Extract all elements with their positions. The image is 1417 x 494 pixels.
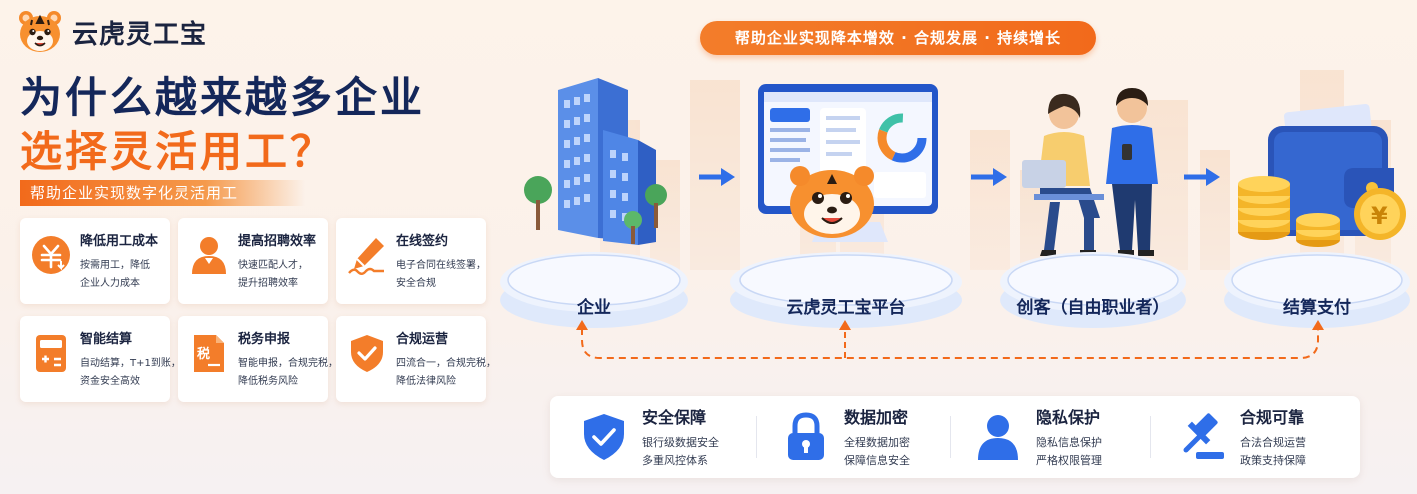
calculator-icon [36, 335, 66, 372]
flow-stage-enterprise: 企业 [498, 70, 690, 330]
feature-desc: 提升招聘效率 [238, 278, 298, 289]
brand: 云虎灵工宝 [16, 8, 207, 56]
stage-platform [730, 252, 962, 328]
trust-item-security: 安全保障 银行级数据安全 多重风控体系 [580, 396, 719, 478]
divider [1150, 416, 1151, 458]
trust-item-encryption: 数据加密 全程数据加密 保障信息安全 [782, 396, 910, 478]
svg-text:税: 税 [197, 346, 210, 362]
slogan-pill: 帮助企业实现降本增效 · 合规发展 · 持续增长 [700, 21, 1096, 55]
dashed-feedback-loop [576, 320, 1324, 359]
trust-bar: 安全保障 银行级数据安全 多重风控体系 数据加密 全程数据加密 保障信息安全 隐… [550, 396, 1360, 478]
flow-label: 结算支付 [1283, 298, 1351, 318]
feature-card-recruit: 提高招聘效率 快速匹配人才， 提升招聘效率 [178, 218, 328, 304]
trust-desc: 多重风控体系 [642, 454, 708, 467]
trust-desc: 全程数据加密 [844, 436, 910, 449]
user-icon [978, 415, 1018, 460]
trust-desc: 严格权限管理 [1036, 454, 1102, 467]
flow-label: 企业 [577, 298, 611, 318]
feature-desc: 资金安全高效 [80, 376, 140, 387]
gavel-icon [1183, 413, 1224, 459]
flow-stage-freelancers: 创客（自由职业者） [998, 70, 1188, 330]
feature-title: 合规运营 [396, 332, 449, 347]
trust-title: 合规可靠 [1240, 408, 1305, 427]
feature-title: 提高招聘效率 [238, 234, 317, 249]
brand-name: 云虎灵工宝 [72, 19, 208, 50]
tax-document-icon: 税 [194, 335, 224, 372]
feature-card-settlement: 智能结算 自动结算，T+1到账， 资金安全高效 [20, 316, 181, 402]
stage-platform [1224, 252, 1410, 328]
trust-title: 数据加密 [844, 408, 909, 427]
feature-desc: 降低税务风险 [238, 376, 298, 387]
feature-desc: 自动结算，T+1到账， [80, 358, 181, 369]
shield-check-icon [351, 335, 383, 372]
trust-item-privacy: 隐私保护 隐私信息保护 严格权限管理 [974, 396, 1102, 478]
platform-monitor-icon [758, 84, 938, 242]
feature-grid: 降低用工成本 按需用工，降低 企业人力成本 提高招聘效率 快速匹配人才， 提升招… [20, 218, 496, 404]
trust-title: 安全保障 [642, 408, 707, 427]
feature-desc: 快速匹配人才， [238, 260, 308, 271]
sub-banner: 帮助企业实现数字化灵活用工 [20, 180, 305, 206]
trust-desc: 隐私信息保护 [1036, 436, 1102, 449]
feature-card-cost: 降低用工成本 按需用工，降低 企业人力成本 [20, 218, 170, 304]
stage-platform [500, 252, 688, 328]
headline-line2: 选择灵活用工？ [20, 127, 336, 176]
feature-desc: 降低法律风险 [396, 376, 456, 387]
arrow-right-icon [699, 168, 735, 186]
cost-down-icon [32, 236, 70, 274]
feature-title: 降低用工成本 [80, 234, 159, 249]
pen-sign-icon [348, 238, 384, 275]
trust-desc: 银行级数据安全 [642, 436, 719, 449]
feature-desc: 企业人力成本 [80, 278, 140, 289]
arrow-right-icon [971, 168, 1007, 186]
divider [756, 416, 757, 458]
arrow-right-icon [1184, 168, 1220, 186]
flow-label: 云虎灵工宝平台 [786, 298, 906, 318]
flow-stage-payment: ¥ 结算支付 [1222, 70, 1412, 330]
divider [950, 416, 951, 458]
tiger-logo-icon [19, 11, 61, 52]
trust-desc: 保障信息安全 [844, 454, 910, 467]
shield-check-icon [584, 414, 624, 460]
feature-card-tax: 税 税务申报 智能申报，合规完税， 降低税务风险 [178, 316, 338, 402]
trust-title: 隐私保护 [1036, 408, 1101, 427]
trust-item-compliance: 合规可靠 合法合规运营 政策支持保障 [1178, 396, 1306, 478]
freelancers-icon [1022, 88, 1158, 256]
feature-desc: 智能申报，合规完税， [238, 358, 338, 369]
stage-platform [1000, 252, 1186, 328]
wallet-coins-icon: ¥ [1238, 104, 1406, 247]
office-building-icon [524, 78, 667, 245]
feature-title: 智能结算 [80, 332, 133, 347]
svg-text:¥: ¥ [1371, 202, 1388, 230]
tiger-mascot-icon [790, 166, 874, 238]
headline-line1: 为什么越来越多企业 [20, 73, 426, 122]
trust-desc: 政策支持保障 [1240, 454, 1306, 467]
flow-label: 创客（自由职业者） [1016, 298, 1170, 318]
lock-icon [788, 412, 824, 460]
person-icon [192, 237, 226, 274]
feature-card-sign: 在线签约 电子合同在线签署， 安全合规 [336, 218, 486, 304]
flow-stage-platform: 云虎灵工宝平台 [728, 70, 964, 330]
feature-title: 税务申报 [238, 332, 291, 347]
feature-desc: 电子合同在线签署， [396, 260, 486, 271]
trust-desc: 合法合规运营 [1240, 436, 1306, 449]
feature-desc: 按需用工，降低 [80, 260, 150, 271]
feature-title: 在线签约 [396, 234, 449, 249]
feature-desc: 四流合一，合规完税， [396, 358, 496, 369]
feature-card-compliance: 合规运营 四流合一，合规完税， 降低法律风险 [336, 316, 496, 402]
feature-desc: 安全合规 [396, 278, 436, 289]
